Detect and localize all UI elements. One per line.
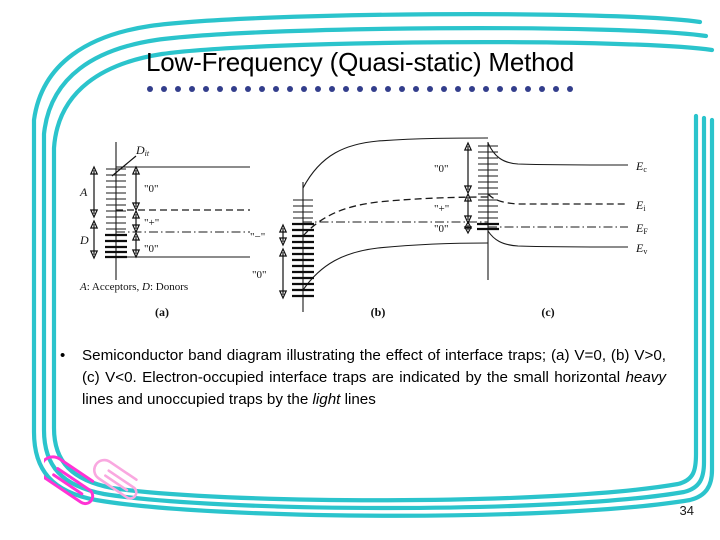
panel-c-ev-curve bbox=[487, 230, 629, 248]
title-divider-dot bbox=[539, 85, 545, 92]
bullet-text-part-3: lines bbox=[340, 391, 376, 408]
band-diagram-svg: Dit A D bbox=[79, 137, 648, 319]
panel-b-charge-minus: "−" bbox=[250, 231, 265, 243]
bullet-text: Semiconductor band diagram illustrating … bbox=[82, 345, 666, 411]
band-diagram-figure: Dit A D bbox=[78, 130, 678, 335]
bullet-marker: • bbox=[60, 347, 66, 364]
panel-c: "0" "+" "0" Ec Ei EF Ev (c) bbox=[434, 141, 648, 319]
panel-a-charge-top: "0" bbox=[144, 183, 158, 195]
panel-a-span-arrows-left bbox=[89, 165, 99, 260]
paperclip-front bbox=[44, 455, 95, 506]
panel-c-label-ec: Ec bbox=[635, 159, 647, 174]
title-divider-dot bbox=[147, 85, 153, 92]
panel-a-charge-mid: "+" bbox=[144, 217, 159, 229]
title-divider-dot bbox=[161, 85, 167, 92]
panel-b: "−" "0" (b) bbox=[250, 137, 489, 319]
title-divider-dot bbox=[315, 85, 321, 92]
panel-a-trap-ladder-heavy bbox=[105, 233, 127, 259]
panel-a-label-D: D bbox=[79, 233, 89, 247]
panel-c-caption: (c) bbox=[541, 305, 554, 319]
title-divider-dot bbox=[245, 85, 251, 92]
title-divider-dot bbox=[329, 85, 335, 92]
title-divider-dot bbox=[371, 85, 377, 92]
bullet-item: • Semiconductor band diagram illustratin… bbox=[58, 345, 666, 411]
panel-c-span-arrows bbox=[463, 141, 473, 235]
panel-c-label-ev: Ev bbox=[635, 241, 647, 256]
panel-a-charge-bot: "0" bbox=[144, 243, 158, 255]
panel-c-trap-ladder-light bbox=[478, 145, 498, 219]
title-divider-dot bbox=[469, 85, 475, 92]
panel-a: Dit A D bbox=[79, 142, 250, 319]
panel-a-label-A: A bbox=[79, 185, 88, 199]
title-divider-dot bbox=[525, 85, 531, 92]
panel-a-dit-label: Dit bbox=[135, 143, 150, 158]
panel-a-caption: (a) bbox=[155, 305, 169, 319]
title-divider-dot bbox=[287, 85, 293, 92]
title-divider-dot bbox=[399, 85, 405, 92]
panel-a-trap-ladder-light bbox=[106, 168, 126, 230]
panel-a-span-arrows-right bbox=[131, 165, 141, 259]
bullet-text-part-2: lines and unoccupied traps by the bbox=[82, 391, 313, 408]
page-title: Low-Frequency (Quasi-static) Method bbox=[146, 47, 574, 77]
title-divider-dot bbox=[511, 85, 517, 92]
panel-b-trap-ladder-heavy bbox=[292, 222, 314, 298]
title-divider-dot bbox=[357, 85, 363, 92]
body-text-block: • Semiconductor band diagram illustratin… bbox=[58, 345, 666, 411]
panel-c-charge-bot: "0" bbox=[434, 223, 448, 235]
title-divider-dot bbox=[455, 85, 461, 92]
panel-b-trap-ladder-light bbox=[293, 199, 313, 219]
title-block: Low-Frequency (Quasi-static) Method bbox=[0, 48, 720, 95]
paperclip-back bbox=[93, 458, 138, 500]
panel-c-label-ei: Ei bbox=[635, 198, 646, 213]
paperclip-decoration bbox=[44, 455, 138, 506]
panel-b-span-arrows bbox=[278, 223, 288, 300]
panel-a-dit-leader bbox=[111, 155, 137, 177]
title-divider-dot bbox=[427, 85, 433, 92]
title-divider-dot bbox=[567, 85, 573, 92]
title-divider-dot bbox=[483, 85, 489, 92]
panel-b-ei-curve bbox=[302, 196, 489, 237]
bullet-emphasis-heavy: heavy bbox=[625, 369, 666, 386]
panel-b-charge-zero: "0" bbox=[252, 269, 266, 281]
panel-c-charge-top: "0" bbox=[434, 163, 448, 175]
panel-c-ec-curve bbox=[487, 142, 629, 166]
panel-c-ei-curve bbox=[487, 193, 628, 205]
panel-c-label-ef: EF bbox=[635, 221, 648, 236]
panel-c-trap-ladder-heavy bbox=[477, 222, 499, 231]
panel-b-ev-curve bbox=[302, 242, 489, 291]
panel-b-ec-curve bbox=[302, 137, 489, 189]
title-divider-dot bbox=[259, 85, 265, 92]
title-divider-dot bbox=[175, 85, 181, 92]
title-dot-divider bbox=[0, 83, 720, 95]
page-number: 34 bbox=[679, 503, 694, 518]
panel-b-caption: (b) bbox=[371, 305, 386, 319]
title-divider-dot bbox=[441, 85, 447, 92]
title-divider-dot bbox=[203, 85, 209, 92]
title-divider-dot bbox=[273, 85, 279, 92]
title-divider-dot bbox=[413, 85, 419, 92]
title-divider-dot bbox=[189, 85, 195, 92]
bullet-emphasis-light: light bbox=[312, 391, 341, 408]
bullet-text-part-1: Semiconductor band diagram illustrating … bbox=[82, 347, 666, 386]
panel-a-legend: A: Acceptors, D: Donors bbox=[79, 281, 188, 293]
title-divider-dot bbox=[553, 85, 559, 92]
title-divider-dot bbox=[231, 85, 237, 92]
title-divider-dot bbox=[217, 85, 223, 92]
panel-c-charge-mid: "+" bbox=[434, 203, 449, 215]
title-divider-dot bbox=[497, 85, 503, 92]
title-divider-dot bbox=[301, 85, 307, 92]
title-divider-dot bbox=[343, 85, 349, 92]
title-divider-dot bbox=[385, 85, 391, 92]
